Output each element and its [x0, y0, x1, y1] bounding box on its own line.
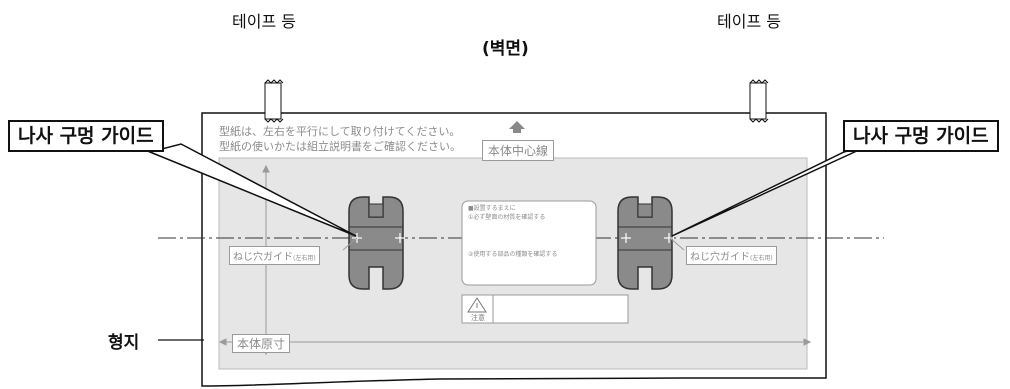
screw-guide-label-left: ねじ穴ガイド(左右用): [229, 246, 320, 265]
callout-pointer-left: [147, 143, 357, 237]
leader-right-guide: [669, 237, 685, 251]
up-arrow-icon: [509, 121, 525, 133]
screw-guide-right-small: (左右用): [750, 255, 773, 262]
notice-box: [461, 200, 597, 286]
hook-left: [348, 196, 404, 290]
screw-hole-guide-callout-right: 나사 구멍 가이드: [843, 120, 999, 152]
leader-left-guide: [342, 237, 358, 251]
tape-right-piece: [749, 79, 769, 123]
caution-box: [461, 294, 629, 324]
body-actual-size-label: 本体原寸: [232, 334, 291, 353]
screw-guide-right-text: ねじ穴ガイド: [690, 252, 750, 263]
caution-label: 注意: [471, 314, 485, 322]
notice-item-2: ②使用する部品の種類を確認する: [468, 251, 558, 258]
notice-item-1: ①必ず壁面の材質を確認する: [468, 214, 546, 221]
paper-instruction-1: 型紙は、左右を平行にして取り付けてください。: [219, 125, 461, 138]
hook-right: [617, 196, 673, 290]
screw-guide-label-right: ねじ穴ガイド(左右用): [686, 246, 777, 265]
tape-label-left: 테이프 등: [232, 12, 296, 31]
tape-left-piece: [264, 79, 284, 123]
wall-label: (벽면): [482, 39, 529, 59]
body-center-line-label: 本体中心線: [482, 140, 555, 161]
warning-triangle-icon: [467, 297, 487, 313]
screw-guide-left-text: ねじ穴ガイド: [233, 252, 293, 263]
notice-content: ■設置するまえに ①必ず壁面の材質を確認する ②使用する部品の種類を確認する: [468, 204, 557, 259]
screw-guide-left-small: (左右用): [293, 255, 316, 262]
screw-hole-guide-callout-left: 나사 구멍 가이드: [8, 120, 164, 152]
template-label: 형지: [108, 333, 140, 353]
paper-instruction-2: 型紙の使いかたは組立説明書をご確認ください。: [219, 140, 461, 153]
width-dimension-arrow: [218, 338, 812, 346]
tape-label-right: 테이프 등: [717, 12, 781, 31]
notice-title: ■設置するまえに: [468, 205, 516, 212]
